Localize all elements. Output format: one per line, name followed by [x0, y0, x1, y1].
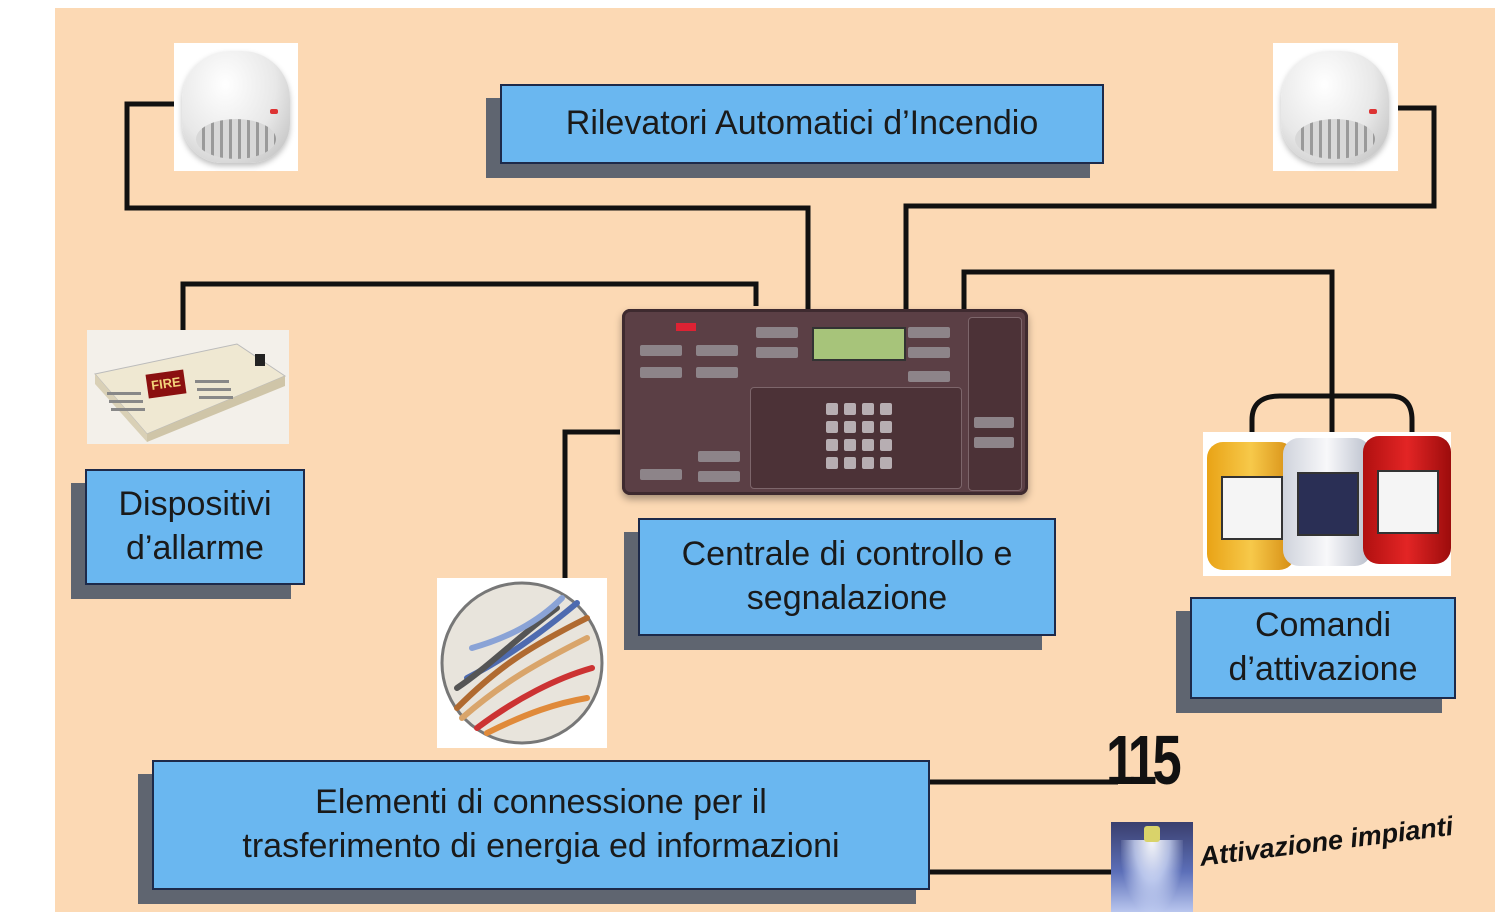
panel-keypad-section [750, 387, 962, 489]
manual-call-points-image [1203, 432, 1451, 576]
wire-right-detector [903, 105, 1437, 312]
label-comandi: Comandi d’attivazione [1228, 606, 1418, 688]
fire-sounder-drawing [94, 343, 287, 442]
red-call-point [1363, 436, 1451, 564]
label-rilevatori: Rilevatori Automatici d’Incendio [565, 104, 1039, 143]
panel-brand-label [676, 323, 696, 331]
wire-left-detector [124, 101, 811, 312]
wire-alarm-device [180, 281, 759, 330]
label-elementi: Elementi di connessione per il trasferim… [242, 783, 840, 865]
sprinkler-image [1111, 822, 1193, 912]
yellow-call-point [1207, 442, 1295, 570]
smoke-detector-left-image [174, 43, 298, 171]
label-centrale: Centrale di controllo e segnalazione [681, 535, 1013, 617]
panel-status-section [968, 317, 1022, 491]
box-comandi: Comandi d’attivazione [1190, 597, 1456, 699]
wire-cable [562, 429, 620, 578]
box-elementi: Elementi di connessione per il trasferim… [152, 760, 930, 890]
white-call-point [1283, 438, 1371, 566]
box-centrale: Centrale di controllo e segnalazione [638, 518, 1056, 636]
wire-call-points-loop [1249, 393, 1415, 470]
box-dispositivi: Dispositivi d’allarme [85, 469, 305, 585]
sprinkler-nozzle-icon [1144, 826, 1160, 842]
alarm-device-image: FIRE [87, 330, 289, 444]
box-rilevatori: Rilevatori Automatici d’Incendio [500, 84, 1104, 164]
control-panel-image [622, 309, 1028, 495]
cable-bundle-image [437, 578, 607, 748]
smoke-detector-led [1369, 109, 1377, 114]
wire-activation-controls [961, 269, 1335, 438]
panel-lcd-display [812, 327, 906, 361]
cable-bundle-drawing [440, 581, 604, 745]
emergency-number-115: 115 [1106, 721, 1182, 799]
sprinkler-spray [1121, 840, 1183, 912]
label-dispositivi: Dispositivi d’allarme [118, 485, 272, 567]
smoke-detector-vent [1295, 119, 1375, 159]
smoke-detector-led [270, 109, 278, 114]
smoke-detector-right-image [1273, 43, 1398, 171]
smoke-detector-vent [196, 119, 276, 159]
